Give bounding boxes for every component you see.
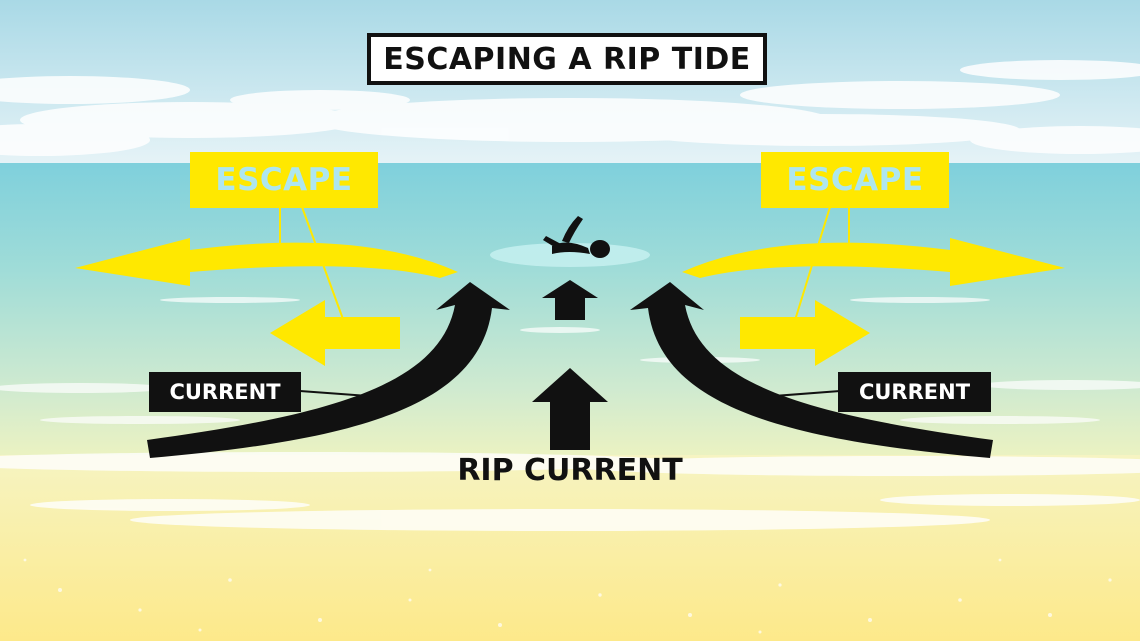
- current-label-left: CURRENT: [149, 372, 301, 412]
- current-arrow-right: [630, 282, 993, 458]
- swimmer-icon: [543, 216, 610, 258]
- escape-arrow-right-straight: [740, 300, 870, 366]
- rip-current-label: RIP CURRENT: [457, 452, 683, 488]
- diagram-title: ESCAPING A RIP TIDE: [367, 33, 767, 85]
- clouds: [0, 60, 1140, 156]
- escape-label-left: ESCAPE: [190, 152, 378, 208]
- shore-foam: [0, 452, 1140, 531]
- rip-arrow-center-large: [532, 368, 608, 450]
- beach-sand: [0, 455, 1140, 641]
- escape-right-leader-2: [791, 206, 831, 331]
- escape-left-leader-2: [301, 206, 348, 331]
- escape-label-right: ESCAPE: [761, 152, 949, 208]
- current-arrow-left: [147, 282, 510, 458]
- ocean-foam: [0, 297, 1140, 424]
- rip-arrow-center-small: [542, 280, 598, 320]
- sand-speckles: [23, 558, 1112, 634]
- current-label-right: CURRENT: [838, 372, 991, 412]
- escape-arrow-left-curved: [75, 238, 458, 286]
- escape-arrow-right-curved: [682, 238, 1065, 286]
- escape-arrow-left-straight: [270, 300, 400, 366]
